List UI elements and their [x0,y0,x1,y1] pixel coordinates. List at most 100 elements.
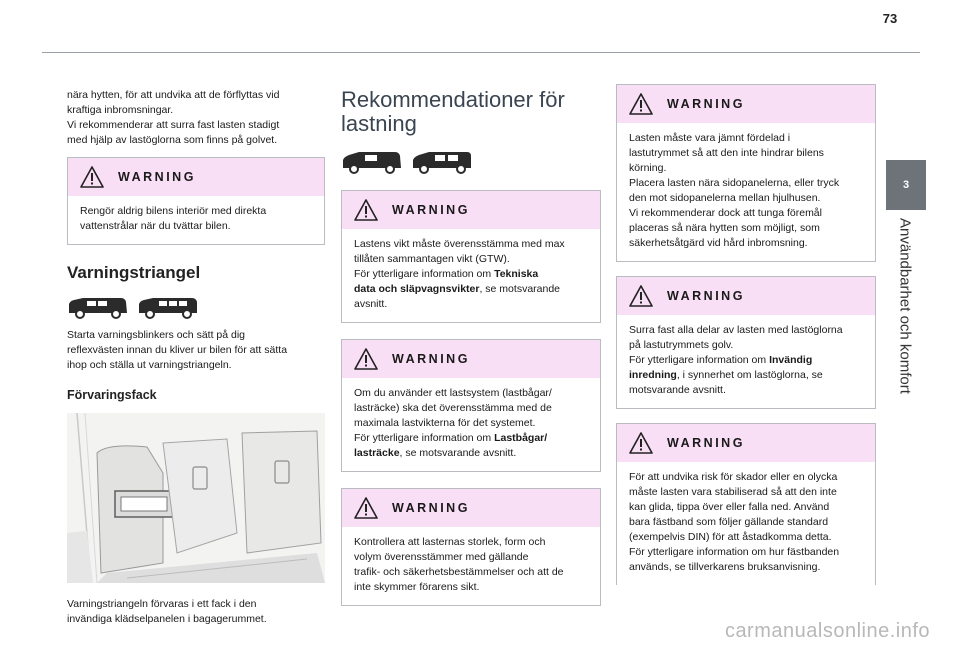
warning-header: WARNING [617,277,875,315]
warning-body: Lasten måste vara jämnt fördelad i lastu… [617,123,875,261]
warning-reference: Invändig [769,354,813,366]
warning-reference: lasträcke [354,447,400,459]
warning-reference: Lastbågar/ [494,432,548,444]
warning-line: tillåten sammantagen vikt (GTW). [354,253,510,265]
warning-title: WARNING [392,203,470,217]
warning-line: lastutrymmet så att den inte hindrar bil… [629,147,824,159]
warning-box: WARNING Kontrollera att lasternas storle… [341,488,601,606]
warning-line: Om du använder ett lastsystem (lastbågar… [354,387,552,399]
main-title: Rekommendationer för lastning [341,88,601,136]
warning-body: Surra fast alla delar av lasten med last… [617,315,875,408]
warning-line: kan glida, tippa över eller falla ned. A… [629,501,830,513]
warning-reference: Tekniska [494,268,539,280]
warning-box: WARNING Surra fast alla delar av lasten … [616,276,876,409]
warning-box: WARNING För att undvika risk för skador … [616,423,876,585]
section-text-line: ihop och ställa ut varningstriangeln. [67,359,232,371]
warning-line: Surra fast alla delar av lasten med last… [629,324,843,336]
warning-header: WARNING [617,85,875,123]
warning-line: lasträcke, se motsvarande avsnitt. [354,446,588,461]
intro-line: Vi rekommenderar att surra fast lasten s… [67,119,280,131]
warning-body: Lastens vikt måste överensstämma med max… [342,229,600,322]
warning-line: motsvarande avsnitt. [629,384,726,396]
chapter-tab[interactable]: 3 [886,160,926,210]
warning-line: säkerhetsåtgärd vid hård inbromsning. [629,237,808,249]
warning-text: För ytterligare information om [354,268,495,280]
warning-title: WARNING [667,289,745,303]
warning-triangle-icon [629,93,653,115]
warning-line: Kontrollera att lasternas storlek, form … [354,536,546,548]
van-long-icon [139,298,197,319]
warning-header: WARNING [342,340,600,378]
section-text: Starta varningsblinkers och sätt på dig … [67,328,325,373]
warning-line: data och släpvagnsvikter, se motsvarande [354,282,588,297]
warning-line: volym överensstämmer med gällande [354,551,529,563]
warning-text: , i synnerhet om lastöglorna, se [676,369,823,381]
main-title-line: lastning [341,111,417,136]
warning-reference: inredning [629,369,677,381]
warning-body: Rengör aldrig bilens interiör med direkt… [68,196,324,244]
warning-line: placeras så nära hytten som möjligt, som [629,222,820,234]
warning-line: Lastens vikt måste överensstämma med max [354,238,565,250]
trunk-interior-illustration [67,413,325,583]
warning-triangle-icon [629,432,653,454]
van-icon [343,152,401,174]
warning-box: WARNING Lasten måste vara jämnt fördelad… [616,84,876,262]
warning-line: på lastutrymmets golv. [629,339,734,351]
warning-reference: data och släpvagnsvikter [354,283,480,295]
warning-triangle-icon [354,348,378,370]
warning-line: Rengör aldrig bilens interiör med direkt… [80,205,267,217]
warning-line: Vi rekommenderar dock att tunga föremål [629,207,822,219]
warning-line: trafik- och säkerhetsbestämmelser och at… [354,566,564,578]
warning-text: För ytterligare information om [629,354,770,366]
warning-line: inte skymmer förarens sikt. [354,581,480,593]
warning-line: Placera lasten nära sidopanelerna, eller… [629,177,840,189]
warning-line: För ytterligare information om Tekniska [354,267,588,282]
warning-header: WARNING [68,158,324,196]
van-icon [69,298,127,319]
warning-header: WARNING [342,191,600,229]
warning-triangle-icon [354,199,378,221]
warning-line: den mot sidopanelerna mellan hjulhusen. [629,192,821,204]
header-rule [42,52,920,53]
warning-line: lasträcke) ska det överensstämma med de [354,402,552,414]
caption-line: invändiga klädselpanelen i bagagerummet. [67,613,267,625]
section-text-line: reflexvästen innan du kliver ur bilen fö… [67,344,288,356]
column-left: nära hytten, för att undvika att de förf… [67,88,325,627]
warning-header: WARNING [342,489,600,527]
chapter-title: Användbarhet och komfort [896,218,914,394]
warning-title: WARNING [392,501,470,515]
intro-line: med hjälp av lastöglorna som finns på go… [67,134,278,146]
warning-triangle-icon [629,285,653,307]
warning-text: , se motsvarande [479,283,561,295]
warning-title: WARNING [118,170,196,184]
vehicle-icons [341,150,601,174]
intro-line: nära hytten, för att undvika att de förf… [67,89,280,101]
watermark: carmanualsonline.info [724,620,930,642]
warning-triangle-icon [80,166,104,188]
page-number: 73 [882,11,898,26]
section-title: Varningstriangel [67,263,201,282]
warning-line: maximala lastvikterna för det systemet. [354,417,536,429]
intro-line: kraftiga inbromsningar. [67,104,174,116]
warning-box: WARNING Om du använder ett lastsystem (l… [341,339,601,472]
section-text-line: Starta varningsblinkers och sätt på dig [67,329,246,341]
warning-box: WARNING Lastens vikt måste överensstämma… [341,190,601,323]
warning-text: , se motsvarande avsnitt. [399,447,517,459]
illustration-caption: Varningstriangeln förvaras i ett fack i … [67,597,325,627]
warning-line: För ytterligare information om Invändig [629,353,863,368]
subsection-title: Förvaringsfack [67,388,157,402]
warning-body: Om du använder ett lastsystem (lastbågar… [342,378,600,471]
column-right: WARNING Lasten måste vara jämnt fördelad… [616,84,876,585]
warning-body: För att undvika risk för skador eller en… [617,462,875,585]
warning-line: måste lasten vara stabiliserad så att de… [629,486,837,498]
warning-header: WARNING [617,424,875,462]
caption-line: Varningstriangeln förvaras i ett fack i … [67,598,257,610]
warning-title: WARNING [667,97,745,111]
van-long-icon [413,152,471,174]
warning-title: WARNING [667,436,745,450]
warning-line: För ytterligare information om Lastbågar… [354,431,588,446]
warning-line: inredning, i synnerhet om lastöglorna, s… [629,368,863,383]
warning-triangle-icon [354,497,378,519]
warning-title: WARNING [392,352,470,366]
warning-line: Lasten måste vara jämnt fördelad i [629,132,791,144]
